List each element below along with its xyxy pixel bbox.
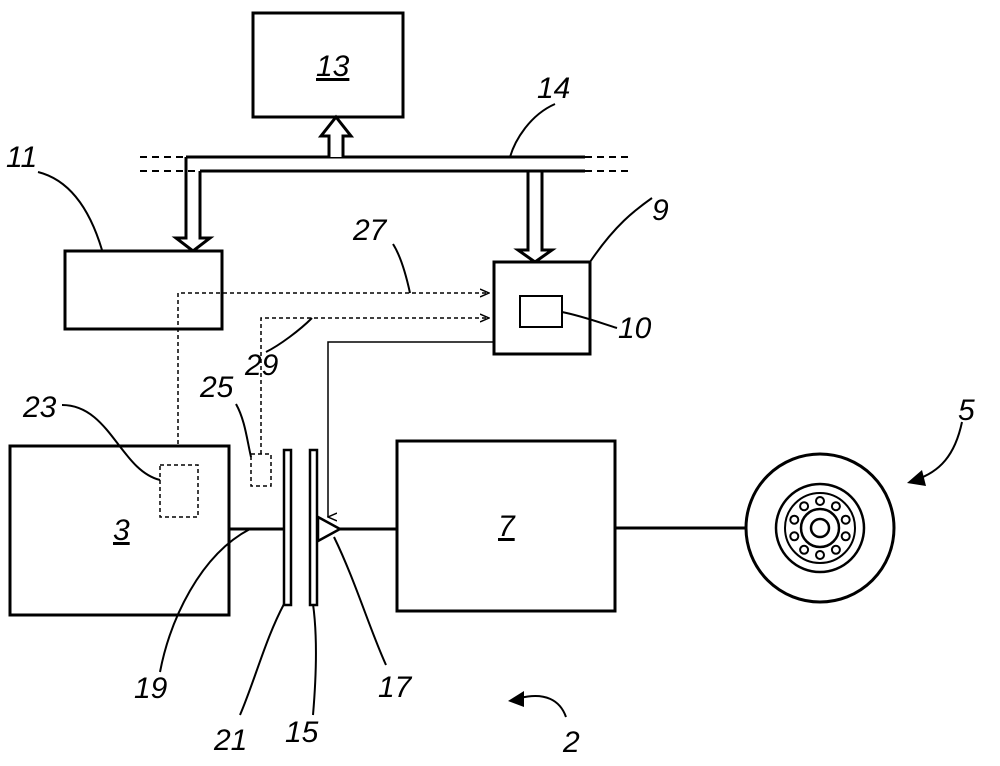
arrow-indicator-2: [508, 691, 566, 717]
label-15: 15: [285, 716, 319, 749]
sensor-23: [160, 465, 198, 517]
wheel-bolt: [832, 502, 840, 510]
wheel-bolt: [816, 497, 824, 505]
signal-line-29: [261, 318, 489, 454]
label-13: 13: [316, 50, 350, 83]
clutch-plate-15: [310, 450, 317, 605]
label-5: 5: [958, 394, 975, 427]
label-19: 19: [134, 672, 168, 705]
label-10: 10: [618, 312, 652, 345]
label-27: 27: [352, 214, 388, 247]
label-3: 3: [113, 514, 130, 547]
wheel-5: [746, 454, 894, 602]
actuator-17: [318, 517, 340, 541]
label-29: 29: [244, 349, 279, 382]
box-11: [65, 251, 222, 329]
label-9: 9: [652, 194, 669, 227]
wheel-bolt: [790, 532, 798, 540]
wheel-bolt: [832, 546, 840, 554]
arrow-indicator-5: [907, 422, 962, 486]
label-2: 2: [562, 726, 580, 759]
label-11: 11: [6, 141, 37, 174]
wheel-bolt: [800, 546, 808, 554]
label-21: 21: [213, 724, 247, 757]
label-7: 7: [498, 510, 516, 543]
clutch-plate-21: [284, 450, 291, 605]
box-10: [520, 296, 562, 327]
wheel-bolt: [816, 551, 824, 559]
wheel-bolt: [842, 516, 850, 524]
label-25: 25: [199, 371, 234, 404]
label-23: 23: [22, 391, 57, 424]
wheel-bolt: [800, 502, 808, 510]
bus-arrow-to-9: [518, 171, 552, 262]
wheel-bolt: [790, 516, 798, 524]
leader-lines: [38, 104, 652, 715]
bus-14: [140, 157, 630, 171]
bus-arrow-to-13: [321, 117, 351, 157]
wheel-bolt: [842, 532, 850, 540]
label-14: 14: [537, 72, 570, 105]
sensor-25: [251, 454, 271, 486]
label-17: 17: [378, 671, 413, 704]
